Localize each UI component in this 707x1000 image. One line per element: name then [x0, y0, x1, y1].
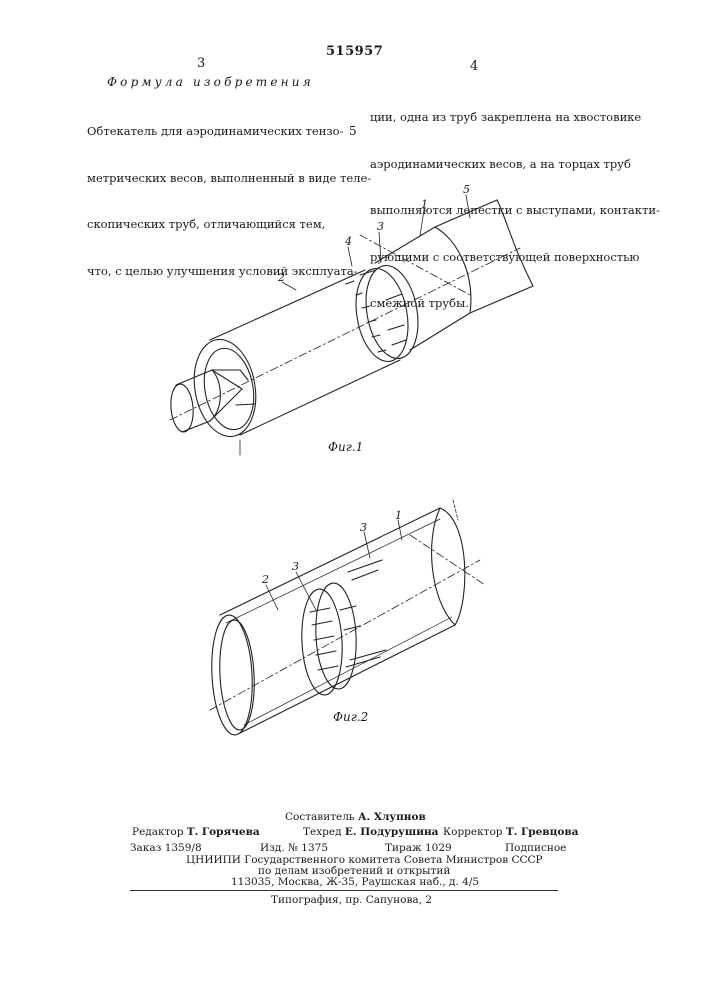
- fig2-drawing: [209, 500, 485, 736]
- print-run: Тираж 1029: [385, 842, 452, 854]
- subscription-status: Подписное: [505, 842, 566, 854]
- fig1-label: 2: [277, 271, 285, 284]
- fig1-label: 3: [377, 220, 384, 233]
- fig1-caption: Фиг.1: [328, 440, 363, 454]
- fig2-caption: Фиг.2: [333, 710, 368, 724]
- fig2-label: 2: [261, 573, 269, 586]
- order-number: Заказ 1359/8: [130, 842, 202, 854]
- fig1-label: 1: [421, 198, 428, 211]
- address-line: 113035, Москва, Ж-35, Раушская наб., д. …: [231, 876, 479, 888]
- fig2-label: 3: [292, 560, 299, 573]
- fig1-drawing: [169, 195, 533, 455]
- compiler-name: А. Хлупнов: [358, 811, 426, 823]
- editor-name: Т. Горячева: [187, 826, 260, 838]
- corrector-line: Корректор Т. Гревцова: [443, 826, 578, 838]
- edition-number: Изд. № 1375: [260, 842, 328, 854]
- editor-line: Редактор Т. Горячева: [132, 826, 260, 838]
- techred-label: Техред: [303, 826, 342, 838]
- techred-name: Е. Подурушина: [345, 826, 439, 838]
- compiler-line: Составитель А. Хлупнов: [285, 811, 426, 823]
- compiler-label: Составитель: [285, 811, 355, 823]
- fig2-label: 1: [395, 509, 402, 522]
- techred-line: Техред Е. Подурушина: [303, 826, 438, 838]
- corrector-name: Т. Гревцова: [506, 826, 579, 838]
- editor-label: Редактор: [132, 826, 183, 838]
- fig2-label: 3: [360, 521, 367, 534]
- corrector-label: Корректор: [443, 826, 503, 838]
- printing-house: Типография, пр. Сапунова, 2: [271, 894, 432, 906]
- fig1-label: 5: [463, 183, 470, 196]
- fig1-label: 4: [344, 235, 352, 248]
- footer-divider: [130, 890, 558, 891]
